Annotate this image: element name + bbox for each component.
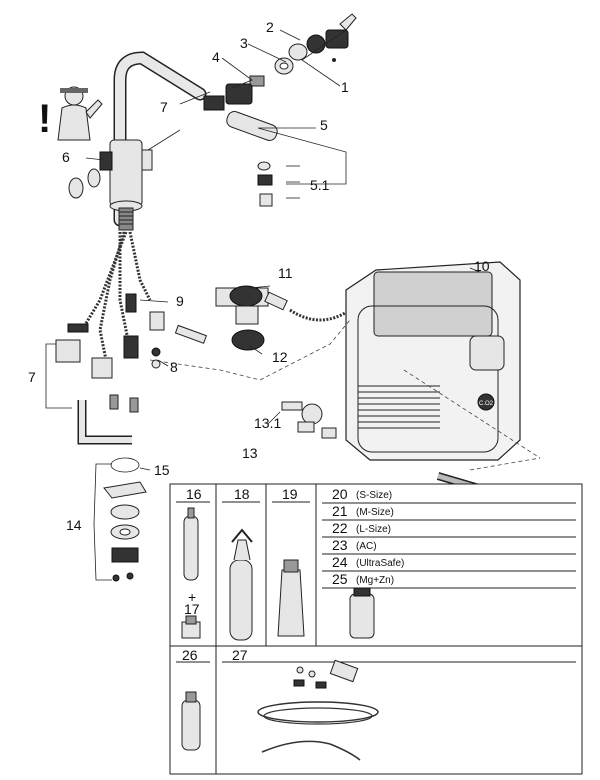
size-label-23: (AC) — [356, 541, 377, 552]
table-plus: + — [188, 589, 196, 605]
mounting-kit — [103, 457, 147, 582]
chiller-unit: C.O2 — [345, 261, 521, 461]
callout-9: 9 — [176, 293, 184, 309]
size-num-23: 23 — [332, 537, 348, 553]
size-label-24: (UltraSafe) — [356, 558, 404, 569]
callout-11: 11 — [278, 265, 293, 281]
size-num-21: 21 — [332, 503, 348, 519]
callout-8: 8 — [170, 359, 178, 375]
size-num-25: 25 — [332, 571, 348, 587]
filter-cartridge-20-25 — [349, 587, 375, 639]
lever-cartridge-parts — [203, 13, 357, 111]
callout-7a: 7 — [160, 99, 168, 115]
spare-parts-table: 16 18 19 + 17 26 27 20 (S-Size) 21 (M-Si… — [169, 483, 583, 775]
callout-13: 13 — [242, 445, 258, 461]
mounting-bracket — [55, 339, 139, 445]
table-col-16: 16 — [186, 486, 202, 502]
table-col-17: 17 — [184, 601, 200, 617]
callout-7b: 7 — [28, 369, 36, 385]
co2-cylinder-18 — [229, 528, 253, 641]
threaded-shank — [118, 207, 134, 231]
supply-hoses — [83, 231, 152, 371]
callout-14: 14 — [66, 517, 82, 533]
leader-lines — [45, 29, 481, 581]
water-bottle-19 — [277, 559, 305, 637]
warning-exclamation: ! — [38, 97, 51, 141]
callout-12: 12 — [272, 349, 288, 365]
callout-3: 3 — [240, 35, 248, 51]
size-num-22: 22 — [332, 520, 348, 536]
callout-labels: 1 2 3 4 5 5.1 6 7 7 8 9 10 11 12 13 13.1… — [28, 19, 490, 533]
callout-5: 5 — [320, 117, 328, 133]
adapter-17 — [181, 615, 201, 639]
callout-15: 15 — [154, 462, 170, 478]
size-label-21: (M-Size) — [356, 507, 394, 518]
cartridge-26 — [181, 691, 201, 751]
pull-out-spray — [226, 111, 278, 207]
filter-head-assembly — [215, 285, 351, 351]
callout-13-1: 13.1 — [254, 415, 281, 431]
connector-fittings — [67, 293, 208, 369]
installer-warning-figure: ! — [38, 86, 103, 141]
size-label-20: (S-Size) — [356, 490, 392, 501]
callout-4: 4 — [212, 49, 220, 65]
unit-badge: C.O2 — [479, 401, 494, 407]
size-label-22: (L-Size) — [356, 524, 391, 535]
size-num-24: 24 — [332, 554, 348, 570]
callout-5-1: 5.1 — [310, 177, 330, 193]
callout-2: 2 — [266, 19, 274, 35]
faucet-body — [68, 51, 207, 231]
size-label-25: (Mg+Zn) — [356, 575, 394, 586]
table-col-26: 26 — [182, 647, 198, 663]
callout-10: 10 — [474, 258, 490, 274]
table-col-18: 18 — [234, 486, 250, 502]
table-col-19: 19 — [282, 486, 298, 502]
hose-kit-27 — [257, 659, 379, 761]
co2-cylinder-16 — [183, 507, 199, 581]
callout-1: 1 — [341, 79, 349, 95]
callout-6: 6 — [62, 149, 70, 165]
table-col-27: 27 — [232, 647, 248, 663]
vent-grille — [358, 385, 440, 429]
size-num-20: 20 — [332, 486, 348, 502]
tee-valve — [281, 401, 337, 439]
